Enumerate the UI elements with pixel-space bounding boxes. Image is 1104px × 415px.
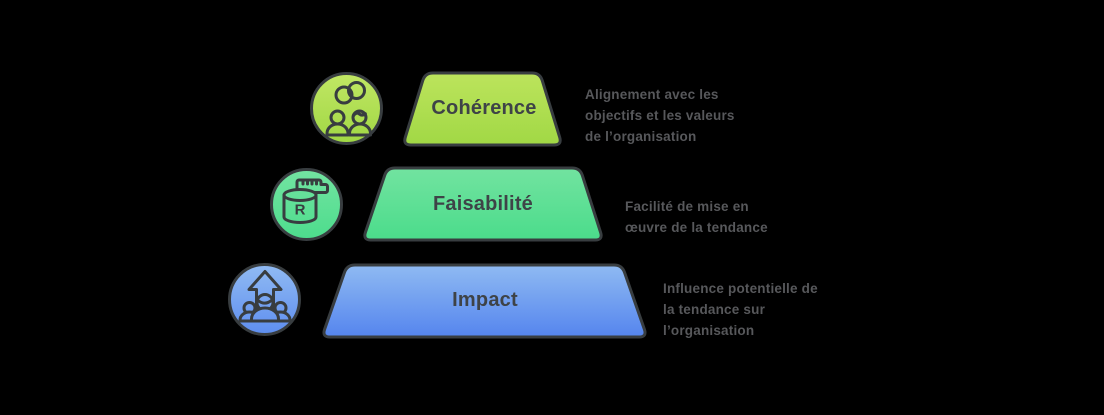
level-description-coherence: Alignement avec les objectifs et les val… — [585, 84, 735, 147]
level-description-impact: Influence potentielle de la tendance sur… — [663, 278, 818, 341]
resources-database-icon: R — [270, 168, 343, 241]
description-line: Influence potentielle de — [663, 281, 818, 296]
description-line: œuvre de la tendance — [625, 220, 768, 235]
description-line: la tendance sur — [663, 302, 766, 317]
level-label-impact: Impact — [452, 289, 518, 311]
level-shape-impact — [322, 263, 647, 339]
description-line: de l’organisation — [585, 129, 697, 144]
level-shape-coherence — [403, 71, 562, 147]
level-shape-faisabilite — [363, 166, 603, 242]
level-label-faisabilite: Faisabilité — [432, 193, 533, 215]
partnership-people-icon — [310, 72, 383, 145]
description-line: Facilité de mise en — [625, 199, 749, 214]
description-line: objectifs et les valeurs — [585, 108, 735, 123]
database-letter: R — [295, 202, 306, 219]
level-label-coherence: Cohérence — [431, 97, 537, 119]
level-description-faisabilite: Facilité de mise en œuvre de la tendance — [625, 196, 768, 238]
impact-growth-icon — [228, 263, 301, 336]
description-line: Alignement avec les — [585, 87, 719, 102]
description-line: l’organisation — [663, 323, 755, 338]
